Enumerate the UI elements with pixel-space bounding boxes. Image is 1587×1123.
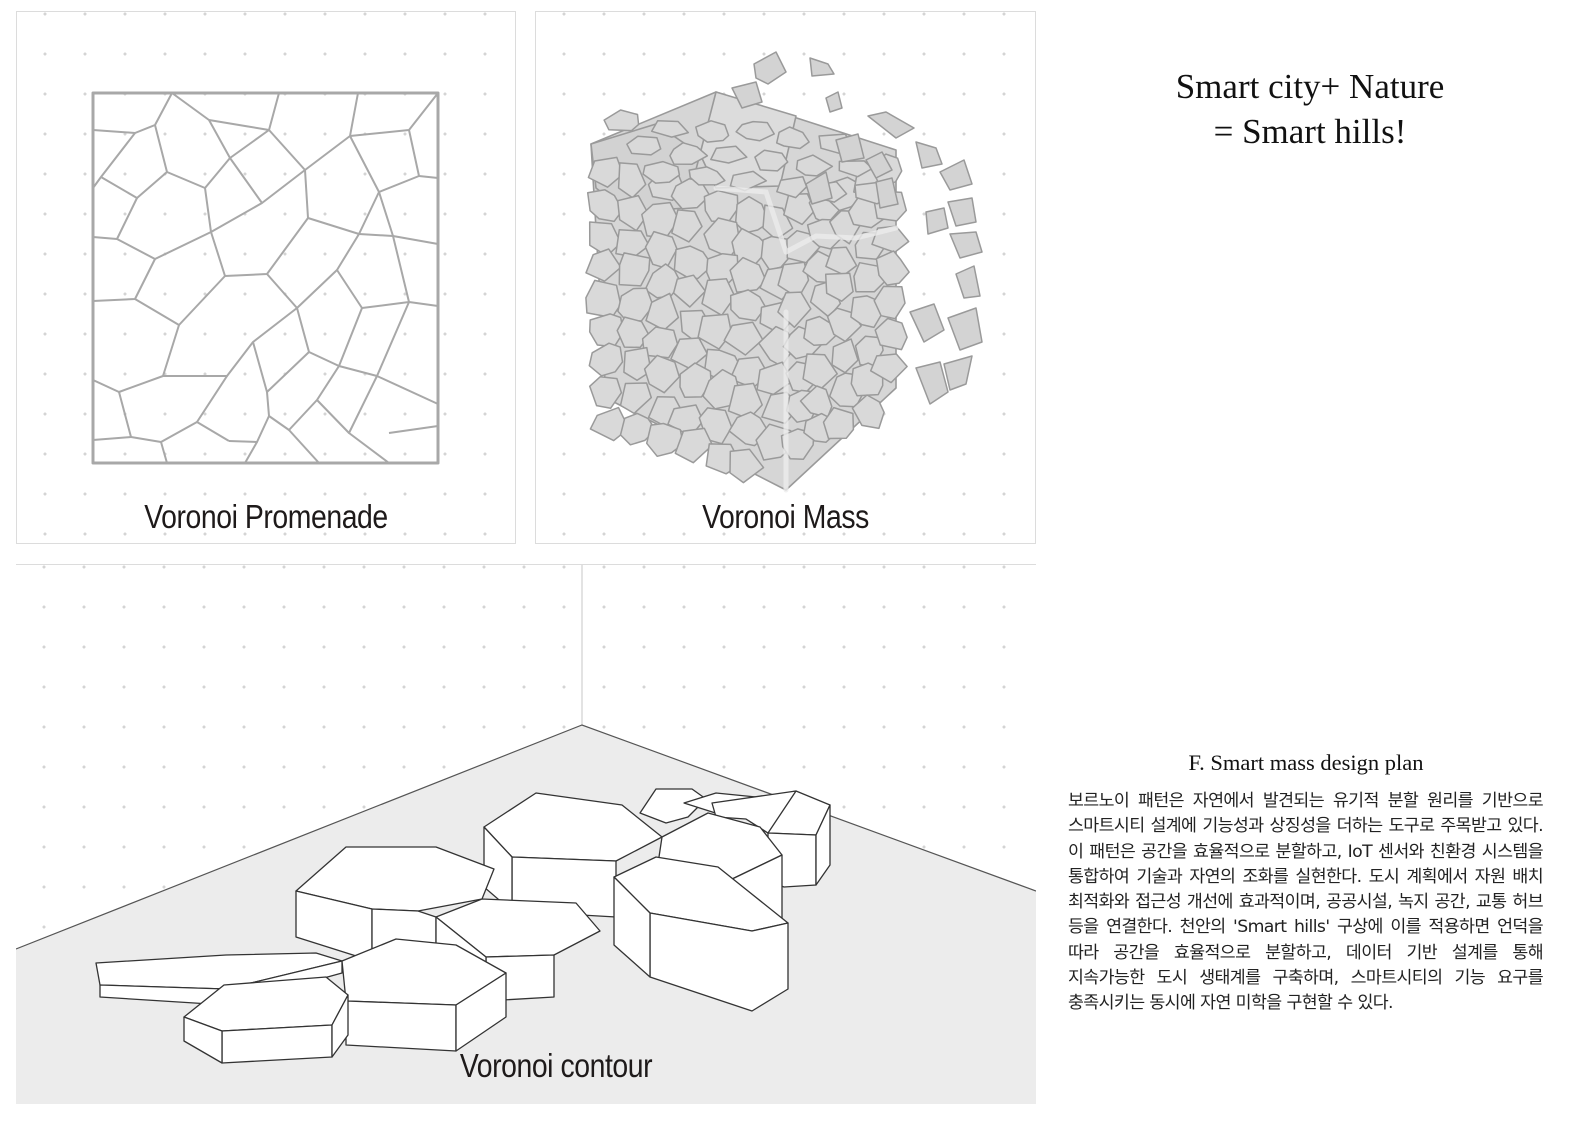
mass-cell (588, 375, 623, 409)
mass-cell (688, 166, 726, 186)
mass-cell (626, 135, 662, 156)
mass-cell (586, 189, 624, 223)
caption-voronoi-mass: Voronoi Mass (702, 498, 869, 535)
mass-cell (671, 209, 703, 243)
mass-cell (824, 272, 854, 302)
mass-cell (754, 149, 789, 172)
mass-cell (695, 120, 730, 143)
headline: Smart city+ Nature = Smart hills! (1100, 64, 1520, 154)
mass-cell (701, 278, 736, 317)
voronoi-mass-drawing (585, 51, 983, 493)
mass-cell (822, 406, 855, 440)
voronoi-promenade-drawing (91, 91, 440, 465)
mass-cell (869, 353, 908, 384)
mass-cell (616, 194, 649, 232)
voronoi-contour-drawing (16, 565, 1036, 1104)
panel-voronoi-mass: Voronoi Mass (535, 11, 1036, 544)
mass-cell (729, 256, 767, 294)
mass-cell (623, 346, 652, 382)
mass-cell (645, 292, 680, 331)
panel-voronoi-contour: Voronoi contour (16, 564, 1036, 1104)
mass-cell (875, 250, 910, 286)
mass-cell (723, 321, 764, 356)
plan-title: F. Smart mass design plan (1188, 750, 1424, 775)
mass-cell (603, 109, 640, 132)
mass-cell (703, 189, 739, 223)
mass-cell (587, 156, 624, 188)
panel-voronoi-promenade: Voronoi Promenade (16, 11, 516, 544)
plan-body: 보르노이 패턴은 자연에서 발견되는 유기적 분할 원리를 기반으로 스마트시티… (1068, 791, 1544, 1014)
mass-cell (674, 427, 714, 464)
mass-cell (735, 120, 775, 142)
mass-cell (729, 448, 765, 484)
mass-cell (795, 154, 834, 177)
mass-cell (617, 162, 647, 199)
mass-cell (783, 192, 816, 226)
mass-cell (588, 342, 624, 377)
mass-cell (734, 195, 770, 234)
caption-voronoi-contour: Voronoi contour (459, 1047, 653, 1084)
mass-cell (697, 313, 733, 350)
headline-line-2: = Smart hills! (1213, 112, 1407, 151)
mass-cell (776, 175, 808, 199)
mass-cell (589, 406, 630, 442)
mass-cell (618, 252, 651, 287)
mass-cell (616, 316, 650, 349)
mass-cell (831, 338, 859, 374)
mass-cell (874, 317, 908, 351)
mass-cell (619, 382, 653, 415)
mass-cell (619, 412, 657, 446)
mass-cell (873, 285, 906, 320)
mass-cell (585, 248, 622, 282)
mass-cell (641, 326, 679, 359)
mass-cell (710, 145, 748, 164)
mass-cell (672, 274, 707, 308)
mass-cell (643, 354, 681, 394)
mass-cell (679, 362, 712, 398)
headline-line-1: Smart city+ Nature (1175, 67, 1445, 106)
mass-cell (802, 353, 838, 390)
mass-cell (642, 160, 681, 184)
mass-cell (585, 279, 622, 319)
mass-cell (645, 422, 684, 458)
mass-cell (650, 119, 690, 138)
mass-cell (851, 394, 885, 430)
caption-voronoi-promenade: Voronoi Promenade (144, 498, 388, 535)
mass-cell (775, 126, 810, 150)
mass-cell (729, 289, 767, 322)
mass-cell (669, 142, 709, 165)
mass-cell (838, 160, 874, 178)
